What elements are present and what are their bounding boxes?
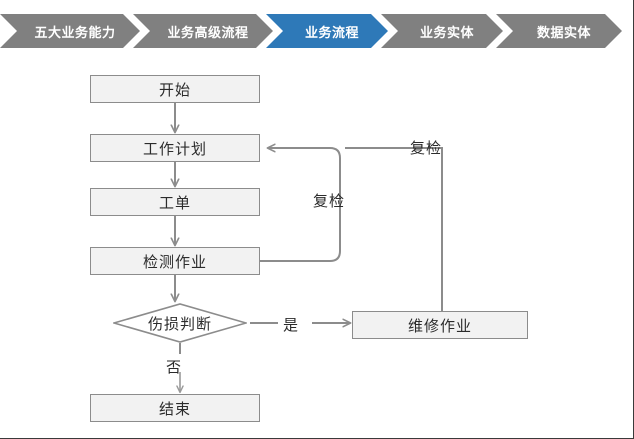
breadcrumb-item-0-label: 五大业务能力 [34,24,116,40]
node-end[interactable]: 结束 [90,394,260,422]
breadcrumb-item-0[interactable]: 五大业务能力 [0,14,140,48]
node-inspection-task-label: 检测作业 [142,253,207,271]
diamond-shape-icon [113,303,247,343]
node-start-label: 开始 [158,81,191,99]
breadcrumb: 五大业务能力 业务高级流程 业务流程 业务实体 数据实体 [0,14,634,48]
edge-recheck-inner-loop [260,148,341,262]
node-repair-task-label: 维修作业 [407,317,472,335]
node-repair-task[interactable]: 维修作业 [352,311,528,339]
edge-label-yes: 是 [283,317,300,334]
edge-label-no: 否 [166,359,183,376]
node-end-label: 结束 [158,400,191,418]
breadcrumb-item-1[interactable]: 业务高级流程 [133,14,273,48]
breadcrumb-item-3[interactable]: 业务实体 [381,14,503,48]
breadcrumb-item-2-active[interactable]: 业务流程 [266,14,388,48]
node-work-order-label: 工单 [158,194,191,212]
breadcrumb-item-2-label: 业务流程 [304,24,359,40]
breadcrumb-item-4-label: 数据实体 [536,24,591,40]
node-work-order[interactable]: 工单 [90,188,260,216]
edge-label-recheck-inner: 复检 [313,193,346,210]
node-damage-decision-label: 伤损判断 [147,315,212,333]
node-damage-decision[interactable]: 伤损判断 [113,303,247,343]
node-inspection-task[interactable]: 检测作业 [90,247,260,275]
node-work-plan-label: 工作计划 [142,140,207,158]
breadcrumb-item-3-label: 业务实体 [419,24,474,40]
node-start[interactable]: 开始 [90,75,260,103]
breadcrumb-item-4[interactable]: 数据实体 [496,14,622,48]
edge-recheck-outer-loop [345,147,443,311]
node-work-plan[interactable]: 工作计划 [90,134,260,162]
breadcrumb-item-1-label: 业务高级流程 [167,24,249,40]
edge-label-recheck-outer: 复检 [410,140,443,157]
